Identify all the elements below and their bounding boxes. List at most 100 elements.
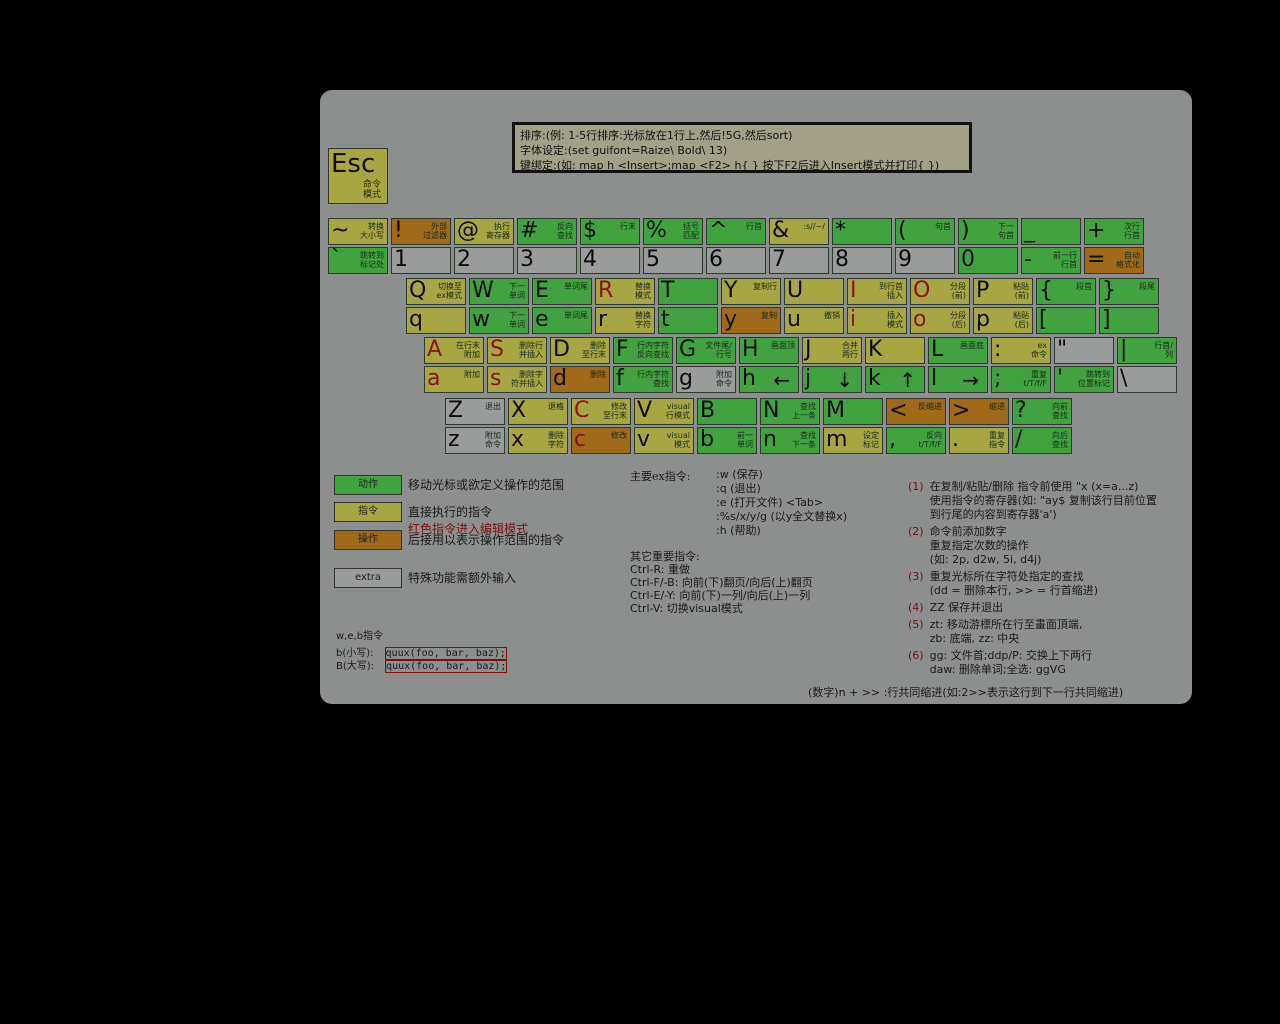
key-8: *8 (832, 218, 892, 274)
key-upper: K (865, 337, 925, 364)
key-upper-char: ( (898, 218, 907, 243)
other-command: Ctrl-F/-B: 向前(下)翻页/向后(上)翻页 (630, 576, 813, 589)
web-row-label: b(小写): (336, 648, 374, 659)
key-\: |行首/列\ (1117, 337, 1177, 393)
note-item: (3)重复光标所在字符处指定的查找(dd = 删除本行, >> = 行首缩进) (908, 570, 1098, 598)
key-lower: l→ (928, 366, 988, 393)
legend-label: 直接执行的指令红色指令进入编辑模式 (408, 503, 528, 537)
legend-label: 特殊功能需额外输入 (408, 569, 516, 586)
legend-line: 直接执行的指令 (408, 505, 493, 519)
key-upper-char: O (913, 278, 931, 303)
key-lower-char: q (409, 307, 423, 332)
key-lower-desc: 复制 (761, 311, 777, 320)
key-upper: B (697, 398, 757, 425)
key-upper-char: G (679, 337, 697, 362)
key--: _-前一行行首 (1021, 218, 1081, 274)
key-lower-desc: 附加 (464, 370, 480, 379)
key-lower-char: b (700, 427, 714, 452)
key-lower-char: e (535, 307, 549, 332)
key-lower-char: ` (331, 247, 342, 272)
arrow-icon: ↑ (899, 368, 916, 392)
key-upper-char: H (742, 337, 759, 362)
key-upper-desc: 退出 (485, 402, 501, 411)
key-upper-char: < (889, 398, 908, 423)
legend-swatch: 动作 (334, 475, 402, 495)
key-upper-desc: 转换大小写 (360, 222, 384, 240)
key-upper: > 缩进 (949, 398, 1009, 425)
other-command: Ctrl-E/-Y: 向前(下)一列/向后(上)一列 (630, 589, 811, 602)
key-upper-char: : (994, 337, 1002, 362)
key-lower-char: 8 (835, 247, 849, 272)
note-item: (2)命令前添加数字重复指定次数的操作(如: 2p, d2w, 5i, d4j) (908, 525, 1041, 567)
key-lower-char: 9 (898, 247, 912, 272)
key-lower-char: j (805, 366, 812, 391)
esc-desc: 命令模式 (362, 180, 381, 200)
key-lower-desc: 分段(后) (950, 311, 966, 329)
key-upper-desc: 缩进 (989, 402, 1005, 411)
key-lower: 7 (769, 247, 829, 274)
key-lower-char: f (616, 366, 624, 391)
key-upper-char: } (1102, 278, 1116, 303)
key-upper-desc: 执行寄存器 (486, 222, 510, 240)
key-lower-desc: 删除 (590, 370, 606, 379)
key-lower-char: i (850, 307, 857, 332)
key-upper-desc: :s//~/ (803, 222, 825, 231)
key-upper: }段尾 (1099, 278, 1159, 305)
arrow-icon: → (962, 368, 979, 392)
ex-command: :h (帮助) (716, 524, 761, 537)
key-upper: )下一句首 (958, 218, 1018, 245)
key-upper-desc: 画面底 (960, 341, 984, 350)
key-lower-char: p (976, 307, 990, 332)
key-upper-char: @ (457, 218, 479, 243)
key-=: +次行行首=自动格式化 (1084, 218, 1144, 274)
key-lower: 1 (391, 247, 451, 274)
key-lower-char: 6 (709, 247, 723, 272)
key-upper: {段首 (1036, 278, 1096, 305)
key-[: {段首[ (1036, 278, 1096, 334)
key-`: ~转换大小写`跳转到标记处 (328, 218, 388, 274)
arrow-icon: ↓ (836, 368, 853, 392)
key-upper-char: P (976, 278, 990, 303)
key-upper: ^行首 (706, 218, 766, 245)
key-upper-desc: 括号匹配 (683, 222, 699, 240)
key-lower: 9 (895, 247, 955, 274)
key-lower: 6 (706, 247, 766, 274)
key-upper-char: I (850, 278, 857, 303)
key-upper-char: Q (409, 278, 427, 303)
key-upper-desc: 段首 (1076, 282, 1092, 291)
key-lower-desc: 删除字符并插入 (511, 370, 543, 388)
key-lower-char: ] (1102, 307, 1111, 332)
key-upper: M (823, 398, 883, 425)
legend-line-red: 红色指令进入编辑模式 (408, 522, 529, 536)
key-upper-char: M (826, 398, 845, 423)
key-lower: ] (1099, 307, 1159, 334)
key-lower-char: s (490, 366, 502, 391)
key-upper-desc: 复制行 (753, 282, 777, 291)
key-upper-char: > (952, 398, 971, 423)
key-lower-char: ' (1057, 366, 1064, 391)
tip-box: 排序:(例: 1-5行排序:光标放在1行上,然后!5G,然后sort) 字体设定… (512, 122, 972, 173)
key-upper-desc: 删除至行末 (582, 341, 606, 359)
